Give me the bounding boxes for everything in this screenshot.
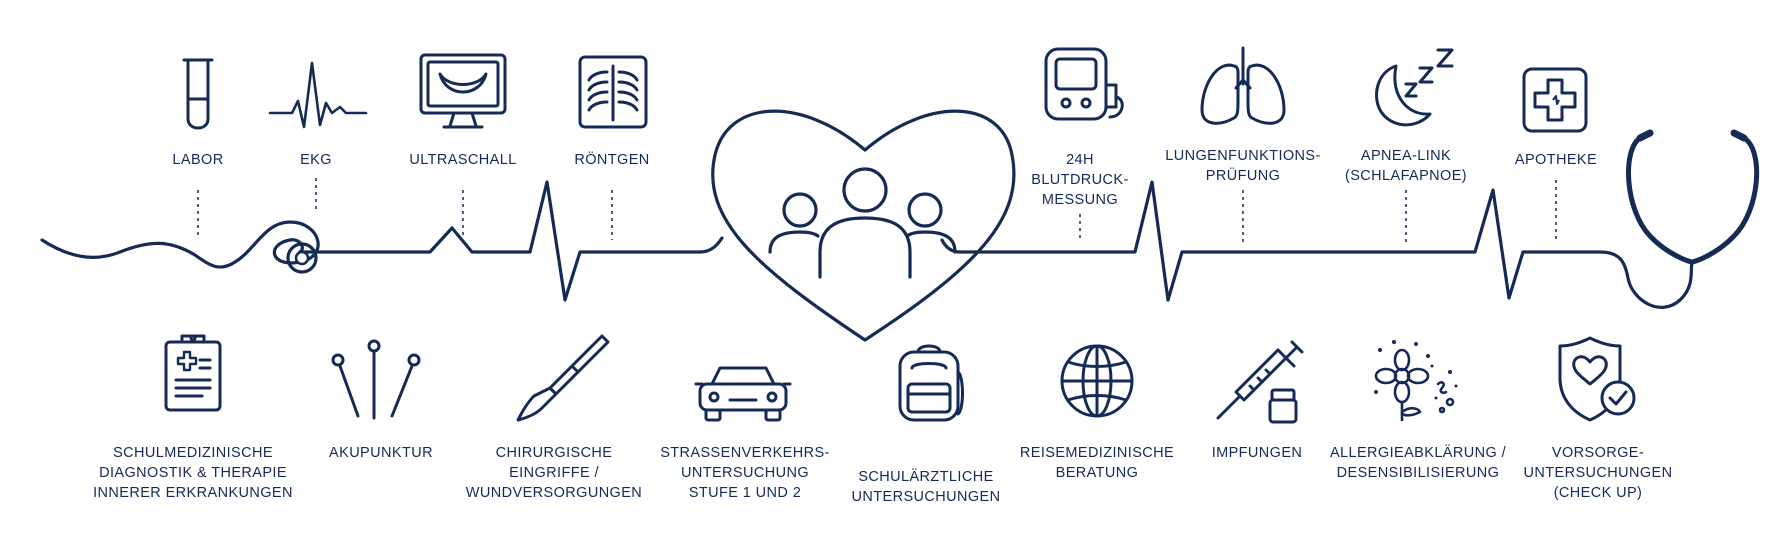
ultrasound-monitor-icon — [419, 53, 507, 129]
scalpel-icon — [516, 334, 610, 422]
test-tube-icon — [182, 58, 214, 130]
label-line: ULTRASCHALL — [409, 152, 517, 168]
label-line: AKUPUNKTUR — [329, 445, 433, 461]
bottom-service-label-4: STRASSENVERKEHRS- UNTERSUCHUNG STUFE 1 UND… — [660, 443, 830, 503]
label-line: LABOR — [172, 152, 224, 168]
label-line: UNTERSUCHUNGEN — [1523, 465, 1673, 481]
ekg-wave-icon — [268, 61, 368, 129]
car-icon — [694, 366, 792, 422]
bottom-service-label-8: ALLERGIEABKLÄRUNG / DESENSIBILISIERUNG — [1330, 443, 1506, 483]
clipboard-icon — [164, 334, 222, 412]
label-line: STRASSENVERKEHRS- — [660, 445, 830, 461]
label-line: APNEA-LINK — [1360, 148, 1452, 164]
family-icon — [768, 167, 957, 279]
top-service-label-3: ULTRASCHALL — [409, 150, 516, 170]
label-line: SCHULMEDIZINISCHE — [113, 445, 273, 461]
acupuncture-needles-icon — [331, 339, 421, 420]
bottom-service-label-9: VORSORGE- UNTERSUCHUNGEN (CHECK UP) — [1524, 443, 1673, 503]
label-line: STUFE 1 UND 2 — [688, 485, 802, 501]
top-service-label-8: APOTHEKE — [1515, 150, 1597, 170]
lungs-icon — [1200, 46, 1286, 125]
label-line: INNERER ERKRANKUNGEN — [93, 485, 293, 501]
label-line: (CHECK UP) — [1553, 485, 1643, 501]
bottom-service-label-7: IMPFUNGEN — [1212, 443, 1303, 463]
bottom-service-label-6: REISEMEDIZINISCHE BERATUNG — [1020, 443, 1174, 483]
label-line: PRÜFUNG — [1205, 168, 1281, 184]
label-line: APOTHEKE — [1514, 152, 1598, 168]
label-line: DESENSIBILISIERUNG — [1336, 465, 1500, 481]
xray-icon — [578, 55, 648, 129]
bottom-service-label-3: CHIRURGISCHE EINGRIFFE / WUNDVERSORGUNGEN — [466, 443, 642, 503]
label-line: VORSORGE- — [1551, 445, 1645, 461]
label-line: MESSUNG — [1041, 192, 1119, 208]
label-line: WUNDVERSORGUNGEN — [465, 485, 643, 501]
label-line: DIAGNOSTIK & THERAPIE — [99, 465, 287, 481]
top-service-label-5: 24H BLUTDRUCK- MESSUNG — [1031, 150, 1128, 210]
label-line: (SCHLAFAPNOE) — [1344, 168, 1468, 184]
label-line: BLUTDRUCK- — [1031, 172, 1129, 188]
label-line: CHIRURGISCHE — [495, 445, 613, 461]
top-service-label-4: RÖNTGEN — [574, 150, 649, 170]
label-line: IMPFUNGEN — [1211, 445, 1303, 461]
label-line: RÖNTGEN — [574, 152, 650, 168]
label-line: ALLERGIEABKLÄRUNG / — [1329, 445, 1507, 461]
bottom-service-label-1: SCHULMEDIZINISCHE DIAGNOSTIK & THERAPIE IN… — [93, 443, 293, 503]
label-line: LUNGENFUNKTIONS- — [1165, 148, 1321, 164]
shield-heart-check-icon — [1558, 336, 1636, 422]
moon-sleep-icon — [1375, 48, 1454, 127]
bottom-service-label-5: SCHULÄRZTLICHE UNTERSUCHUNGEN — [852, 467, 1001, 507]
top-service-label-2: EKG — [300, 150, 332, 170]
blood-pressure-monitor-icon — [1044, 47, 1124, 121]
label-line: BERATUNG — [1055, 465, 1139, 481]
globe-icon — [1060, 344, 1134, 418]
label-line: EINGRIFFE / — [509, 465, 599, 481]
label-line: REISEMEDIZINISCHE — [1019, 445, 1175, 461]
stethoscope-icon — [1626, 129, 1760, 265]
bottom-service-label-2: AKUPUNKTUR — [329, 443, 433, 463]
syringe-vial-icon — [1216, 340, 1304, 424]
top-service-label-1: LABOR — [172, 150, 223, 170]
school-backpack-icon — [898, 344, 964, 422]
label-line: SCHULÄRZTLICHE — [858, 469, 994, 485]
flower-allergy-icon — [1374, 340, 1458, 422]
label-line: 24H — [1066, 152, 1094, 168]
pharmacy-cross-icon — [1522, 67, 1588, 133]
top-service-label-6: LUNGENFUNKTIONS- PRÜFUNG — [1165, 146, 1320, 186]
label-line: UNTERSUCHUNG — [680, 465, 810, 481]
label-line: EKG — [300, 152, 332, 168]
top-service-label-7: APNEA-LINK (SCHLAFAPNOE) — [1345, 146, 1467, 186]
label-line: UNTERSUCHUNGEN — [851, 489, 1001, 505]
